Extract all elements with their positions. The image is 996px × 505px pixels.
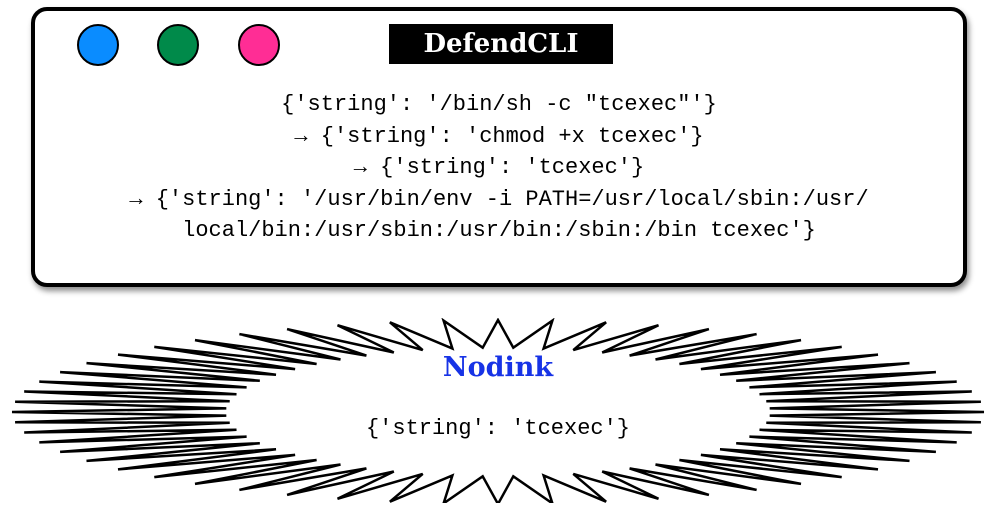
burst-shape	[11, 318, 985, 503]
command-line: → {'string': 'chmod +x tcexec'}	[294, 123, 704, 149]
burst-outline	[11, 318, 985, 503]
command-line: → {'string': 'tcexec'}	[353, 155, 645, 180]
command-line: {'string': '/bin/sh -c "tcexec"'}	[281, 92, 717, 117]
command-line: local/bin:/usr/sbin:/usr/bin:/sbin:/bin …	[182, 218, 816, 243]
nodink-title: Nodink	[442, 352, 554, 383]
defendcli-window: DefendCLI {'string': '/bin/sh -c "tcexec…	[31, 7, 967, 287]
green-dot-icon	[157, 24, 199, 66]
command-line: → {'string': '/usr/bin/env -i PATH=/usr/…	[129, 186, 869, 212]
blue-dot-icon	[77, 24, 119, 66]
window-title: DefendCLI	[389, 24, 613, 64]
pink-dot-icon	[238, 24, 280, 66]
nodink-burst	[0, 318, 996, 503]
nodink-value: {'string': 'tcexec'}	[365, 416, 631, 441]
command-chain: {'string': '/bin/sh -c "tcexec"'} → {'st…	[35, 89, 963, 247]
